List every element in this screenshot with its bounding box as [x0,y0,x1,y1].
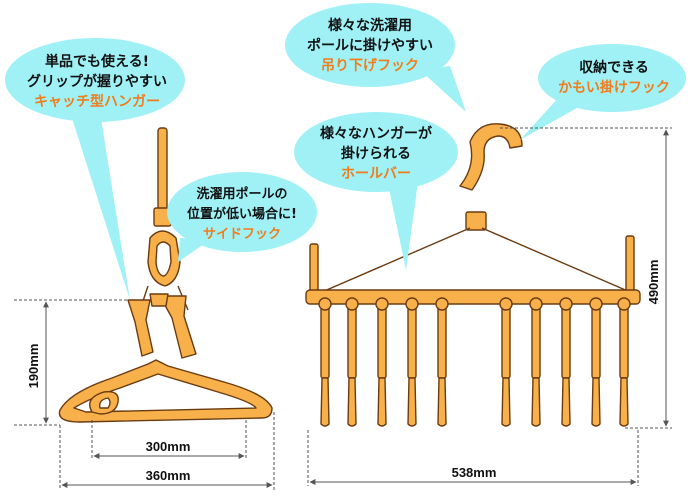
right-post [625,235,635,295]
top-hook [459,123,523,191]
clothes-clip [499,297,513,427]
dim-left-height: 190mm [26,344,41,389]
bubble-hold-line3: ホールバー [341,166,411,182]
bubble-hang-line1: 様々な洗濯用 [328,17,412,34]
clothes-clip [617,297,631,427]
clothes-clip [435,297,449,427]
main-bar [305,289,641,305]
bubble-side-line1: 洗濯用ポールの [196,186,287,202]
side-hook-bar [157,127,168,211]
dimension-lines [14,127,672,490]
clip-right [159,295,197,359]
bubble-hang-line2: ポールに掛けやすい [307,37,433,54]
bubble-side-line2: 位置が低い場合に! [187,206,297,222]
bubble-catch: 単品でも使える! グリップが握りやすい キャッチ型ハンガー [5,38,185,300]
clothes-clip [375,297,389,427]
dim-left-outer-width: 360mm [146,468,191,483]
bubble-hang-line3: 吊り下げフック [321,58,419,74]
bubble-storage-line1: 収納できる [579,59,649,76]
bubble-side: 洗濯用ポールの 位置が低い場合に! サイドフック [167,172,317,262]
bubble-side-line3: サイドフック [203,227,281,242]
clothes-clip [345,297,359,427]
clip-left [127,299,154,357]
clothes-clip [559,297,573,427]
bubble-storage: 収納できる かもい掛けフック [520,44,686,140]
clothes-clip [529,297,543,427]
bubble-catch-line2: グリップが握りやすい [27,73,167,90]
clothes-clip [589,297,603,427]
clip-row [318,297,631,427]
catch-hanger-illustration [58,127,273,423]
bubble-hold: 様々なハンガーが 掛けられる ホールバー [294,112,458,270]
dim-right-height: 490mm [646,260,661,305]
clothes-clip [405,297,419,427]
bubble-hold-line1: 様々なハンガーが [320,125,433,142]
bubble-hang: 様々な洗濯用 ポールに掛けやすい 吊り下げフック [285,3,466,112]
bubble-storage-line2: かもい掛けフック [558,79,670,96]
bubble-catch-line3: キャッチ型ハンガー [34,93,160,110]
clothes-clip [318,297,332,427]
holding-bar-hanger-illustration [305,123,641,427]
dim-right-width: 538mm [452,465,497,480]
hook-swivel [465,211,487,231]
bubble-hold-line2: 掛けられる [341,145,411,162]
bubble-catch-line1: 単品でも使える! [45,53,149,70]
left-post [309,243,319,295]
dim-left-inner-width: 300mm [146,439,191,454]
